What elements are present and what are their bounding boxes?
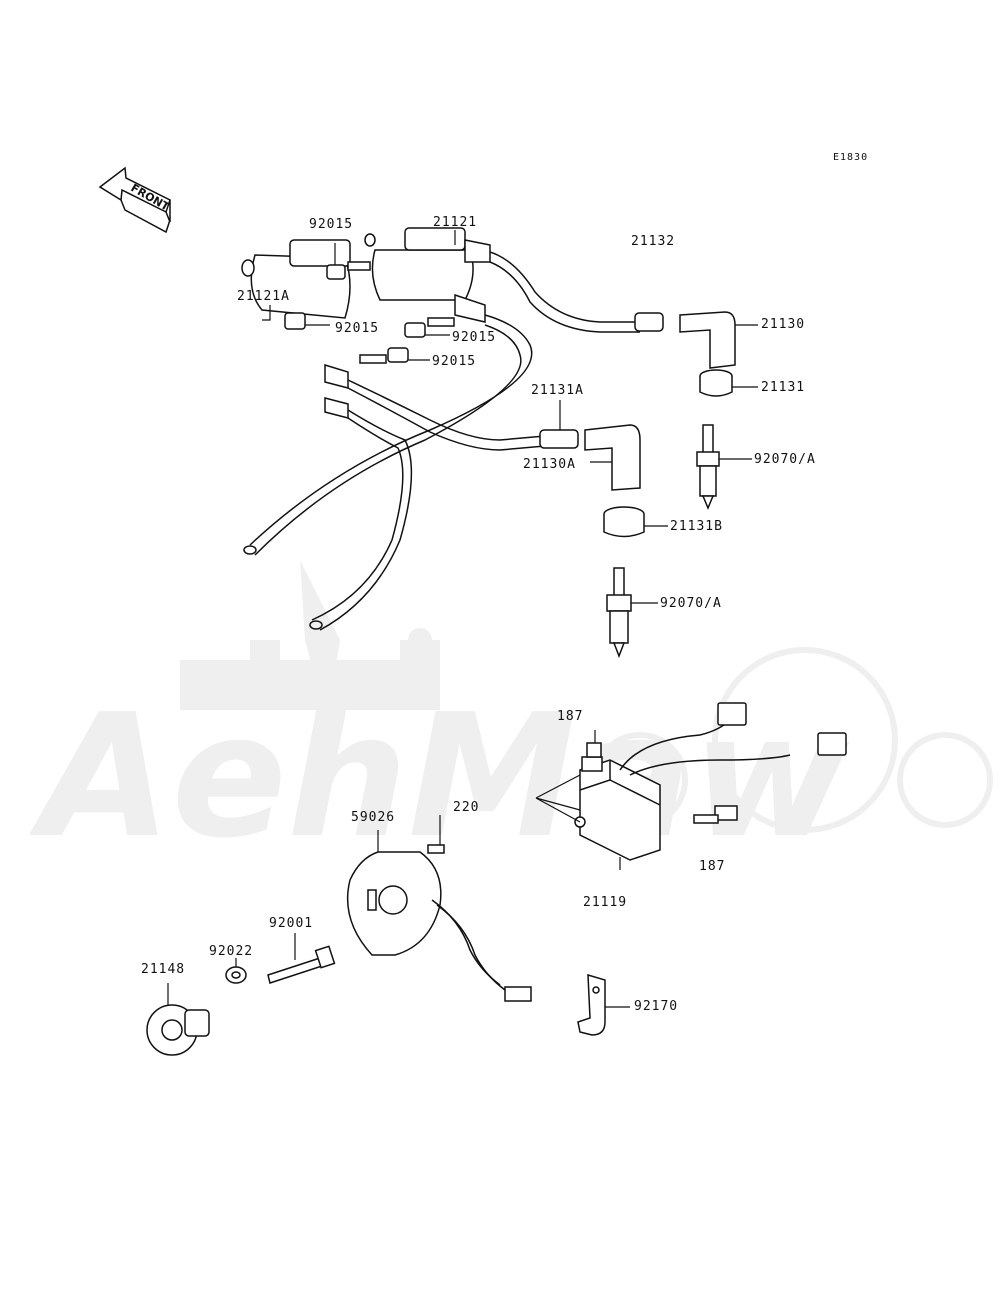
bracket-92170 (577, 973, 606, 1036)
coil-wires (243, 251, 640, 631)
ignition-coil-21121 (364, 227, 491, 323)
plug-cap-21130a (539, 424, 641, 491)
label-92070a-1: 92070/A (754, 452, 816, 467)
diagram-code: E1830 (833, 152, 869, 163)
label-92015-a: 92015 (309, 217, 354, 232)
spark-plug-2 (606, 567, 632, 659)
label-21148: 21148 (141, 962, 186, 977)
label-21119: 21119 (583, 895, 628, 910)
watermark: AehMaw (28, 560, 993, 876)
label-21130a: 21130A (523, 457, 576, 472)
front-arrow-icon: FRONT (98, 166, 172, 234)
label-187-b: 187 (699, 859, 726, 874)
label-92015-d: 92015 (432, 354, 477, 369)
leader-lines (167, 230, 758, 1008)
label-92022: 92022 (209, 944, 254, 959)
nut-92015 (284, 261, 455, 364)
label-21131a: 21131A (531, 383, 584, 398)
label-21131: 21131 (761, 380, 806, 395)
label-92001: 92001 (269, 916, 314, 931)
pickup-plate-59026 (346, 844, 532, 1002)
label-92070a-2: 92070/A (660, 596, 722, 611)
label-21132: 21132 (631, 234, 676, 249)
spark-plug-1 (696, 424, 720, 510)
bolt-92001 (267, 945, 336, 984)
label-92015-c: 92015 (452, 330, 497, 345)
label-92170: 92170 (634, 999, 679, 1014)
seal-21131b (603, 506, 645, 538)
label-187-a: 187 (557, 709, 584, 724)
washer-92022 (225, 966, 247, 984)
advancer-21148 (146, 1004, 210, 1056)
label-220: 220 (453, 800, 480, 815)
seal-21131 (699, 369, 733, 397)
igniter-21119 (574, 702, 847, 861)
label-21130: 21130 (761, 317, 806, 332)
leader-187 (535, 774, 581, 823)
bolt-187 (581, 742, 738, 824)
label-21131b: 21131B (670, 519, 723, 534)
label-21121a: 21121A (237, 289, 290, 304)
watermark-text: AehMaw (28, 678, 850, 876)
plug-cap-21130 (634, 311, 736, 369)
label-92015-b: 92015 (335, 321, 380, 336)
label-21121: 21121 (433, 215, 478, 230)
label-59026: 59026 (351, 810, 396, 825)
